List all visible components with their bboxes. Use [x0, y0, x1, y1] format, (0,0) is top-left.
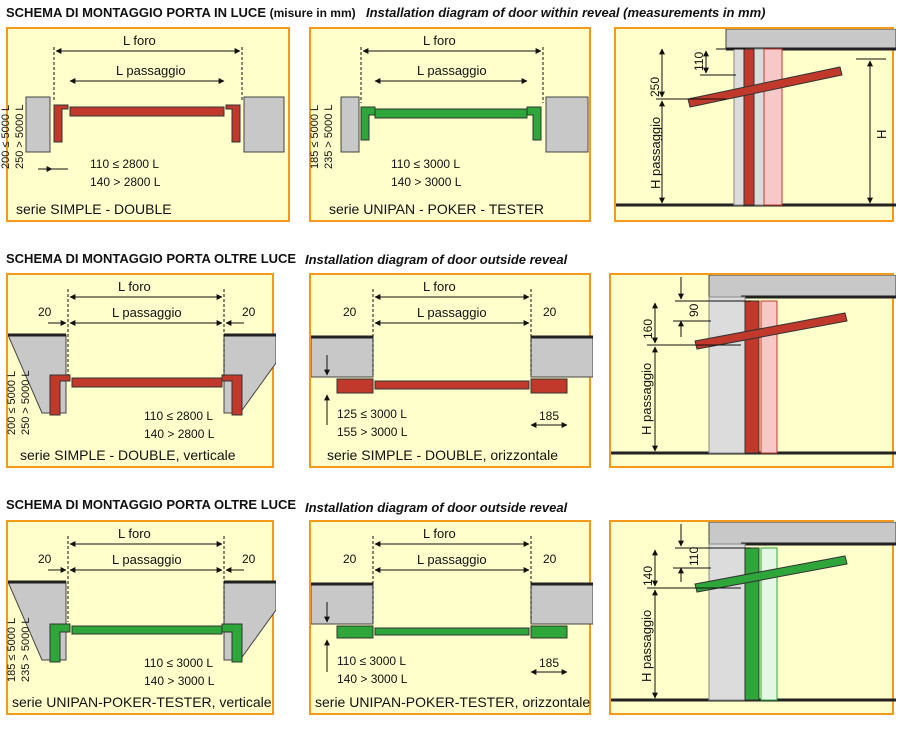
l-foro-label: L foro	[423, 279, 456, 294]
dim-v2: 90	[687, 303, 701, 317]
section-1-title-en: Installation diagram of door within reve…	[366, 5, 766, 20]
diagram-outside-section-green	[611, 522, 896, 702]
l-foro-label: L foro	[423, 526, 456, 541]
panel-caption: serie UNIPAN-POKER-TESTER, verticale	[12, 694, 272, 710]
h-label: H	[874, 129, 889, 139]
dim-20-left: 20	[38, 552, 52, 566]
section-1-title: SCHEMA DI MONTAGGIO PORTA IN LUCE (misur…	[6, 5, 356, 20]
right-dim: 185	[539, 656, 560, 670]
dim-v1: 160	[641, 318, 655, 339]
l-passaggio-label: L passaggio	[116, 63, 186, 78]
l-passaggio-label: L passaggio	[417, 305, 487, 320]
h-passaggio-label: H passaggio	[639, 362, 654, 435]
h-passaggio-label: H passaggio	[639, 609, 654, 682]
dim-v1: 250	[648, 76, 662, 97]
diagram-outside-unipan-horizontal	[311, 536, 593, 675]
dim-v1: 140	[641, 565, 655, 586]
diagram-outside-unipan-vertical	[8, 536, 276, 663]
l-foro-label: L foro	[423, 33, 456, 48]
panel-caption: serie SIMPLE - DOUBLE, verticale	[20, 447, 236, 463]
diagram-outside-simple-double-horizontal	[311, 289, 593, 428]
dim-v2: 110	[692, 51, 706, 71]
section-3-title-en: Installation diagram of door outside rev…	[305, 500, 568, 515]
panel-in-reveal-unipan: L foro L passaggio 185 ≤ 5000 L 235 > 50…	[309, 27, 591, 222]
bottom-dim-1: 110 ≤ 3000 L	[391, 157, 461, 171]
section-3-title-it: SCHEMA DI MONTAGGIO PORTA OLTRE LUCE	[6, 497, 297, 512]
panel-caption: serie SIMPLE - DOUBLE	[16, 201, 172, 217]
side-dim-1: 200 ≤ 5000 L	[0, 104, 12, 169]
bottom-dim-2: 140 > 2800 L	[90, 175, 161, 189]
section-2-title-it: SCHEMA DI MONTAGGIO PORTA OLTRE LUCE	[6, 251, 297, 266]
panel-caption: serie UNIPAN - POKER - TESTER	[329, 201, 544, 217]
dim-v2: 110	[687, 546, 701, 566]
panel-outside-simple-double-vertical: L foro L passaggio 20 20 200 ≤ 5000 L 25…	[6, 273, 276, 468]
l-passaggio-label: L passaggio	[112, 305, 182, 320]
dim-20-left: 20	[343, 552, 357, 566]
diagram-in-reveal-unipan	[340, 47, 589, 153]
l-foro-label: L foro	[123, 33, 156, 48]
section-1-title-note: (misure in mm)	[269, 6, 356, 20]
panel-caption: serie UNIPAN-POKER-TESTER, orizzontale	[315, 694, 591, 710]
diagram-outside-section-red	[611, 275, 896, 455]
right-dim: 185	[539, 409, 560, 423]
panel-in-reveal-simple-double: L foro L passaggio 200 ≤ 5000 L 250 > 50…	[0, 27, 290, 222]
side-dim-2: 235 > 5000 L	[323, 104, 335, 169]
l-passaggio-label: L passaggio	[417, 63, 487, 78]
panel-outside-unipan-vertical: L foro L passaggio 20 20 185 ≤ 5000 L 23…	[6, 520, 276, 715]
side-dim-2: 250 > 5000 L	[20, 370, 32, 435]
panel-in-reveal-section: 250 110 H passaggio H	[614, 27, 896, 222]
dim-20-right: 20	[543, 305, 557, 319]
side-dim-2: 250 > 5000 L	[14, 104, 26, 169]
diagram-in-reveal-simple-double	[25, 47, 285, 172]
bottom-dim-2: 155 > 3000 L	[337, 425, 408, 439]
bottom-dim-2: 140 > 3000 L	[337, 672, 408, 686]
l-passaggio-label: L passaggio	[417, 552, 487, 567]
panel-outside-section-red: 160 90 H passaggio	[609, 273, 896, 468]
diagram-in-reveal-section	[616, 29, 896, 207]
dim-20-right: 20	[242, 305, 256, 319]
bottom-dim-2: 140 > 2800 L	[144, 427, 215, 441]
dim-20-right: 20	[543, 552, 557, 566]
bottom-dim-1: 110 ≤ 2800 L	[90, 157, 160, 171]
l-foro-label: L foro	[118, 279, 151, 294]
bottom-dim-2: 140 > 3000 L	[144, 674, 215, 688]
diagram-outside-simple-double-vertical	[8, 289, 276, 416]
l-foro-label: L foro	[118, 526, 151, 541]
bottom-dim-2: 140 > 3000 L	[391, 175, 462, 189]
panel-caption: serie SIMPLE - DOUBLE, orizzontale	[327, 447, 559, 463]
dim-20-right: 20	[242, 552, 256, 566]
bottom-dim-1: 125 ≤ 3000 L	[337, 407, 407, 421]
section-1-title-it: SCHEMA DI MONTAGGIO PORTA IN LUCE	[6, 5, 266, 20]
panel-outside-section-green: 140 110 H passaggio	[609, 520, 896, 715]
side-dim-1: 200 ≤ 5000 L	[6, 370, 18, 435]
bottom-dim-1: 110 ≤ 2800 L	[144, 409, 214, 423]
side-dim-2: 235 > 5000 L	[20, 617, 32, 682]
bottom-dim-1: 110 ≤ 3000 L	[144, 656, 214, 670]
dim-20-left: 20	[343, 305, 357, 319]
h-passaggio-label: H passaggio	[648, 116, 663, 189]
panel-outside-simple-double-horizontal: L foro L passaggio 20 20 125 ≤ 3000 L 15…	[309, 273, 593, 468]
side-dim-1: 185 ≤ 5000 L	[309, 104, 321, 169]
bottom-dim-1: 110 ≤ 3000 L	[337, 654, 407, 668]
panel-outside-unipan-horizontal: L foro L passaggio 20 20 110 ≤ 3000 L 14…	[309, 520, 593, 715]
side-dim-1: 185 ≤ 5000 L	[6, 617, 18, 682]
dim-20-left: 20	[38, 305, 52, 319]
l-passaggio-label: L passaggio	[112, 552, 182, 567]
section-2-title-en: Installation diagram of door outside rev…	[305, 252, 568, 267]
